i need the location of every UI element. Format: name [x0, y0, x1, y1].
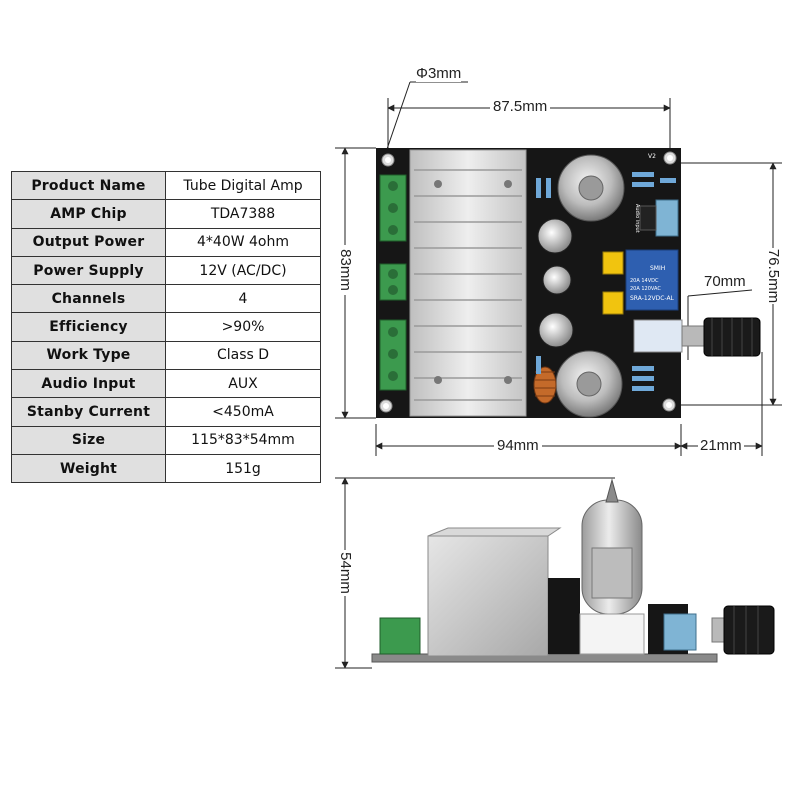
film-capacitor	[602, 291, 624, 315]
inductor-coil	[533, 366, 557, 404]
film-capacitor	[602, 251, 624, 275]
audio-jack-side	[663, 613, 697, 651]
spec-label: Channels	[11, 284, 166, 314]
screw-terminal-side	[379, 617, 421, 655]
resistor-group	[536, 172, 676, 391]
spec-value: 4*40W 4ohm	[165, 227, 321, 257]
heatsink-side	[427, 535, 549, 657]
spec-value: >90%	[165, 312, 321, 342]
corner-label: V2	[648, 153, 656, 160]
relay-brand-label: SMIH	[650, 265, 665, 272]
pcb-top-view	[376, 148, 761, 418]
spec-value: 115*83*54mm	[165, 425, 321, 455]
spec-value: 151g	[165, 453, 321, 484]
relay	[625, 249, 679, 311]
spec-value: Tube Digital Amp	[165, 170, 321, 201]
knob-height-label: 70mm	[704, 273, 746, 290]
volume-knob-side[interactable]	[723, 605, 775, 655]
board-width-label: 94mm	[494, 438, 542, 454]
board-height-label: 83mm	[337, 245, 354, 295]
audio-jack	[655, 199, 679, 237]
spec-value: TDA7388	[165, 199, 321, 229]
capacitor-side	[548, 578, 580, 654]
heatsink	[409, 149, 527, 417]
spec-label: Weight	[11, 453, 166, 484]
potentiometer	[633, 319, 683, 353]
relay-model-label: SRA-12VDC-AL	[630, 295, 675, 302]
hole-height-label: 76.5mm	[765, 248, 782, 304]
hole-diameter-label: Φ3mm	[416, 65, 462, 82]
spec-value: <450mA	[165, 397, 321, 427]
spec-row: Efficiency>90%	[11, 312, 321, 342]
spec-label: Power Supply	[11, 255, 166, 286]
capacitor	[538, 312, 574, 348]
top-width-label: 87.5mm	[490, 99, 551, 115]
spec-label: Stanby Current	[11, 397, 166, 427]
spec-label: Work Type	[11, 340, 166, 371]
knob-depth-label: 21mm	[698, 437, 744, 454]
capacitor	[537, 218, 573, 254]
spec-label: Efficiency	[11, 312, 166, 342]
capacitor	[542, 265, 572, 295]
spec-label: Product Name	[11, 170, 166, 201]
spec-value: 4	[165, 284, 321, 314]
pcb-side-view	[371, 478, 775, 663]
audio-input-label: Audio input	[634, 204, 640, 233]
relay-rating-label: 20A 120VAC	[630, 286, 661, 292]
total-height-label: 54mm	[337, 550, 354, 596]
relay-rating-label: 20A 14VDC	[630, 278, 659, 284]
dim-line-hole	[385, 81, 411, 153]
spec-label: Output Power	[11, 227, 166, 257]
spec-row: Stanby Current<450mA	[11, 397, 321, 427]
spec-label: Audio Input	[11, 369, 166, 399]
spec-value: 12V (AC/DC)	[165, 255, 321, 286]
spec-value: AUX	[165, 369, 321, 399]
